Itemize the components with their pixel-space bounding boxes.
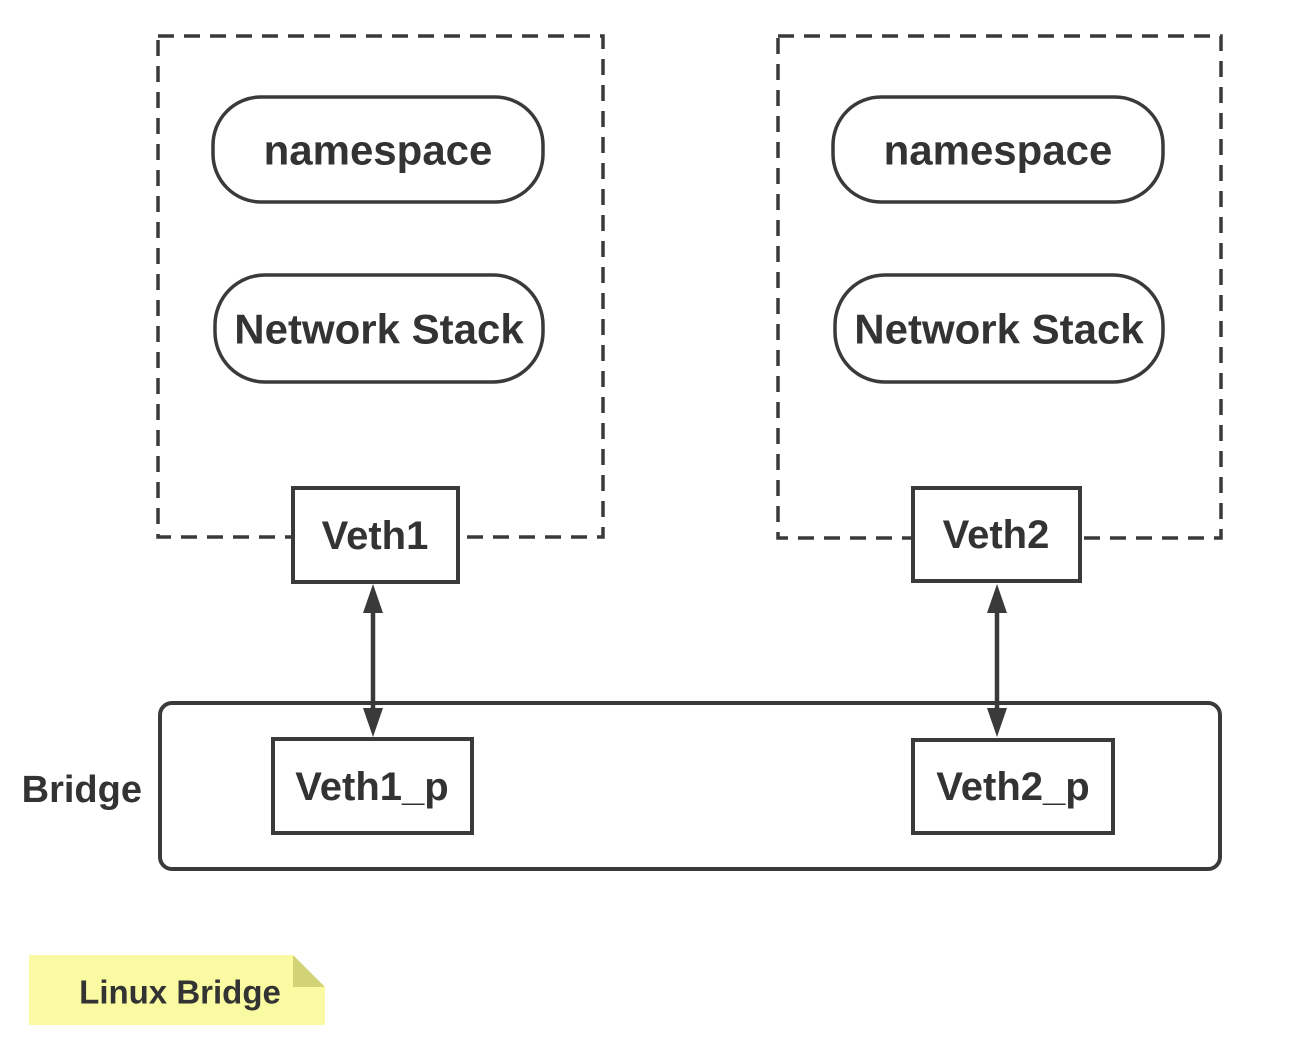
veth1-p-box — [271, 737, 474, 835]
namespace-label-2: namespace — [884, 127, 1113, 174]
network-stack-label-2: Network Stack — [854, 306, 1144, 353]
namespace-pill-1 — [211, 95, 545, 204]
sticky-note-body — [29, 955, 325, 1025]
sticky-note-fold-icon — [293, 955, 325, 987]
network-stack-label-1: Network Stack — [234, 306, 524, 353]
namespace-boundary-2 — [776, 34, 1223, 540]
namespace-boundary-1 — [156, 34, 605, 539]
veth2-arrow — [987, 584, 1007, 737]
veth2-label: Veth2 — [943, 513, 1050, 557]
veth1-p-label: Veth1_p — [295, 765, 448, 809]
veth2-p-label: Veth2_p — [936, 765, 1089, 809]
arrowhead-down-icon — [363, 708, 383, 737]
arrowhead-down-icon — [987, 708, 1007, 737]
veth1-arrow — [363, 584, 383, 737]
sticky-note: Linux Bridge — [29, 955, 325, 1025]
namespace-pill-2 — [831, 95, 1165, 204]
veth2-p-box — [911, 738, 1115, 835]
arrowhead-up-icon — [987, 584, 1007, 613]
network-stack-pill-2 — [833, 273, 1165, 384]
network-stack-pill-1 — [213, 273, 545, 384]
veth1-box — [291, 486, 460, 584]
namespace-label-1: namespace — [264, 127, 493, 174]
arrowhead-up-icon — [363, 584, 383, 613]
veth2-box — [911, 486, 1082, 583]
bridge-label: Bridge — [22, 769, 142, 811]
sticky-note-label: Linux Bridge — [79, 974, 281, 1011]
veth1-label: Veth1 — [322, 514, 429, 558]
